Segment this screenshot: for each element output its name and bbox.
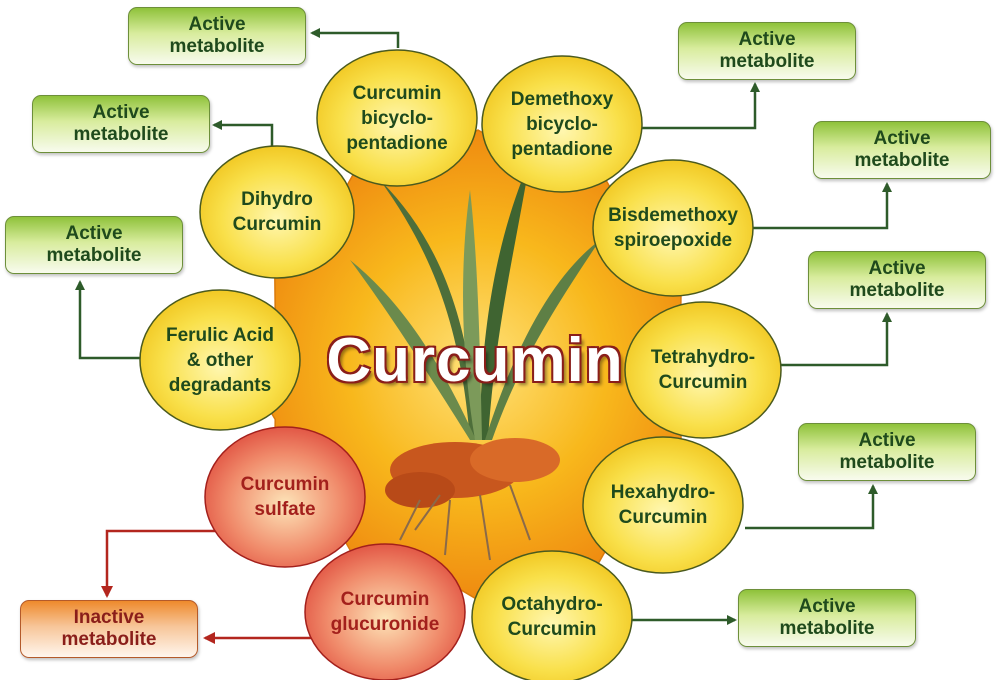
ellipse-bisdemethoxy-spiroepoxide [592,159,754,297]
inactive-arrows [101,529,312,644]
arrow-demethoxy-to-active [640,82,760,130]
node-ellipses [139,49,782,680]
node-tetrahydro-curcumin: Tetrahydro- Curcumin [650,347,756,393]
arrow-bisdemethoxy-to-active [752,182,892,230]
active-metabolite-box: Active metabolite [5,216,183,274]
node-hexahydro-curcumin: Hexahydro- Curcumin [610,482,716,528]
active-arrows [75,28,892,625]
arrow-hexahydro-to-active [745,484,878,530]
inactive-metabolite-box: Inactive metabolite [20,600,198,658]
ellipse-tetrahydro-curcumin [624,301,782,439]
node-demethoxy-bicyclopentadione: Demethoxy bicyclo- pentadione [510,88,614,160]
plant-illustration [350,160,600,561]
central-title: Curcumin [326,326,624,395]
ellipse-curcumin-bicyclopentadione [316,49,478,187]
active-metabolite-box: Active metabolite [678,22,856,80]
node-bisdemethoxy-spiroepoxide: Bisdemethoxy spiroepoxide [608,205,738,251]
ellipse-curcumin-sulfate [204,426,366,568]
node-curcumin-sulfate: Curcumin sulfate [240,474,330,520]
arrow-ferulic-to-active [75,280,145,360]
ellipse-curcumin-glucuronide [304,543,466,680]
ellipse-dihydro-curcumin [199,145,355,279]
node-curcumin-bicyclopentadione: Curcumin bicyclo- pentadione [346,82,448,154]
ellipse-demethoxy-bicyclopentadione [481,55,643,193]
active-metabolite-box: Active metabolite [813,121,991,179]
active-metabolite-box: Active metabolite [738,589,916,647]
ellipse-ferulic-acid [139,289,301,431]
arrow-sulfate-to-inactive [101,529,218,598]
arrow-dihydro-to-active [212,120,274,148]
active-metabolite-box: Active metabolite [32,95,210,153]
arrow-bicyclo-to-active [310,28,400,48]
active-metabolite-box: Active metabolite [798,423,976,481]
active-metabolite-box: Active metabolite [128,7,306,65]
node-dihydro-curcumin: Dihydro Curcumin [232,189,322,235]
ellipse-octahydro-curcumin [471,550,633,680]
active-metabolite-box: Active metabolite [808,251,986,309]
node-octahydro-curcumin: Octahydro- Curcumin [501,594,603,640]
arrow-tetrahydro-to-active [780,312,892,367]
node-curcumin-glucuronide: Curcumin glucuronide [330,589,440,635]
ellipse-hexahydro-curcumin [582,436,744,574]
node-ferulic-acid: Ferulic Acid & other degradants [165,324,275,396]
